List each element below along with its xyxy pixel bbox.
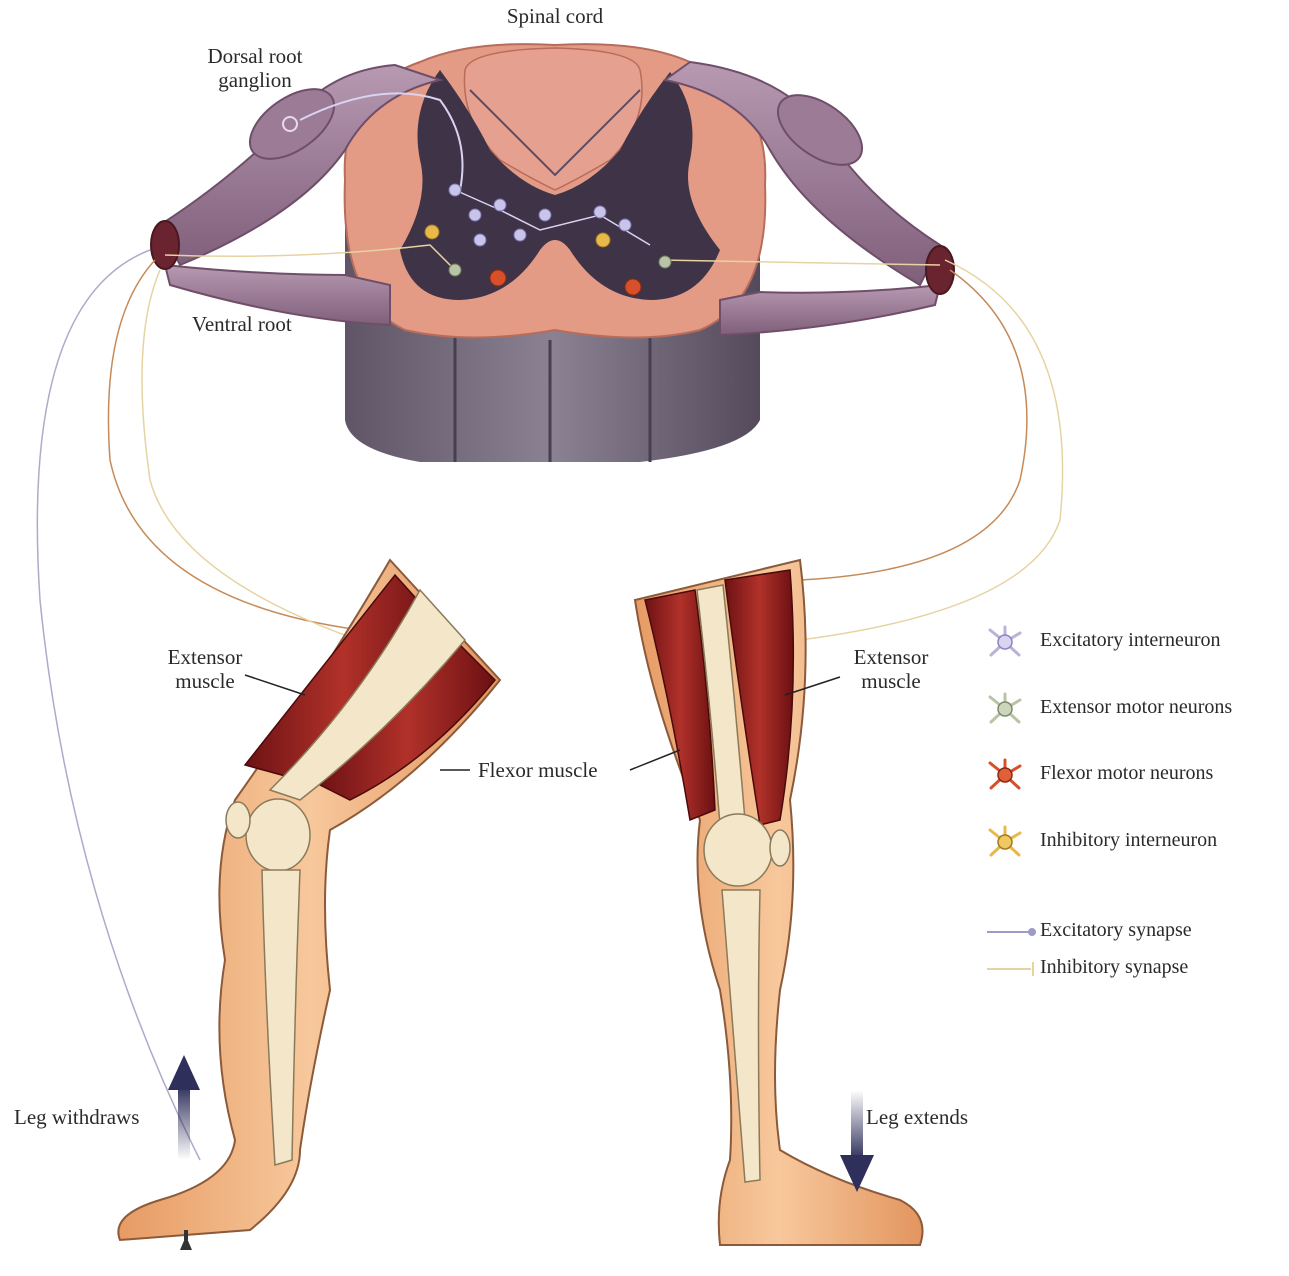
flexor-muscle-label: Flexor muscle — [478, 758, 598, 782]
spinal-cord-label: Spinal cord — [480, 4, 630, 28]
inhibitory-synapse-icon — [985, 952, 1040, 986]
dorsal-root-ganglion-label-line1: Dorsal root — [175, 44, 335, 68]
dorsal-root-ganglion-label-line2: ganglion — [175, 68, 335, 92]
inhibitory-interneuron-icon — [985, 825, 1025, 859]
spinal-cord — [345, 44, 766, 462]
legend-item-inhibitory-synapse: Inhibitory synapse — [985, 952, 1285, 986]
excitatory-synapse-icon — [985, 915, 1040, 949]
extensor-right-line2: muscle — [836, 669, 946, 693]
legend-item-extensor-motor-neurons: Extensor motor neurons — [985, 692, 1285, 726]
legend-label: Inhibitory synapse — [1040, 956, 1188, 979]
leg-withdraws-arrow — [168, 1055, 200, 1160]
extensor-left-line1: Extensor — [150, 645, 260, 669]
flexor-motor-neuron-icon — [985, 758, 1025, 792]
legend-label: Extensor motor neurons — [1040, 696, 1232, 719]
legend-label: Inhibitory interneuron — [1040, 829, 1217, 852]
legend-item-flexor-motor-neurons: Flexor motor neurons — [985, 758, 1285, 792]
ventral-root-label: Ventral root — [192, 312, 292, 336]
extensor-left-line2: muscle — [150, 669, 260, 693]
legend-label: Flexor motor neurons — [1040, 762, 1213, 785]
dorsal-root-ganglion-label: Dorsal root ganglion — [175, 44, 335, 92]
legend-item-excitatory-interneuron: Excitatory interneuron — [985, 625, 1285, 659]
leg-extends-label: Leg extends — [866, 1105, 968, 1129]
legend-label: Excitatory interneuron — [1040, 629, 1221, 652]
extensor-right-line1: Extensor — [836, 645, 946, 669]
legend-item-excitatory-synapse: Excitatory synapse — [985, 915, 1285, 949]
legend-label: Excitatory synapse — [1040, 919, 1192, 942]
extensor-muscle-left-label: Extensor muscle — [150, 645, 260, 693]
extensor-muscle-right-label: Extensor muscle — [836, 645, 946, 693]
excitatory-interneuron-icon — [985, 625, 1025, 659]
extensor-motor-neuron-icon — [985, 692, 1025, 726]
legend-item-inhibitory-interneuron: Inhibitory interneuron — [985, 825, 1285, 859]
leg-withdraws-label: Leg withdraws — [14, 1105, 139, 1129]
